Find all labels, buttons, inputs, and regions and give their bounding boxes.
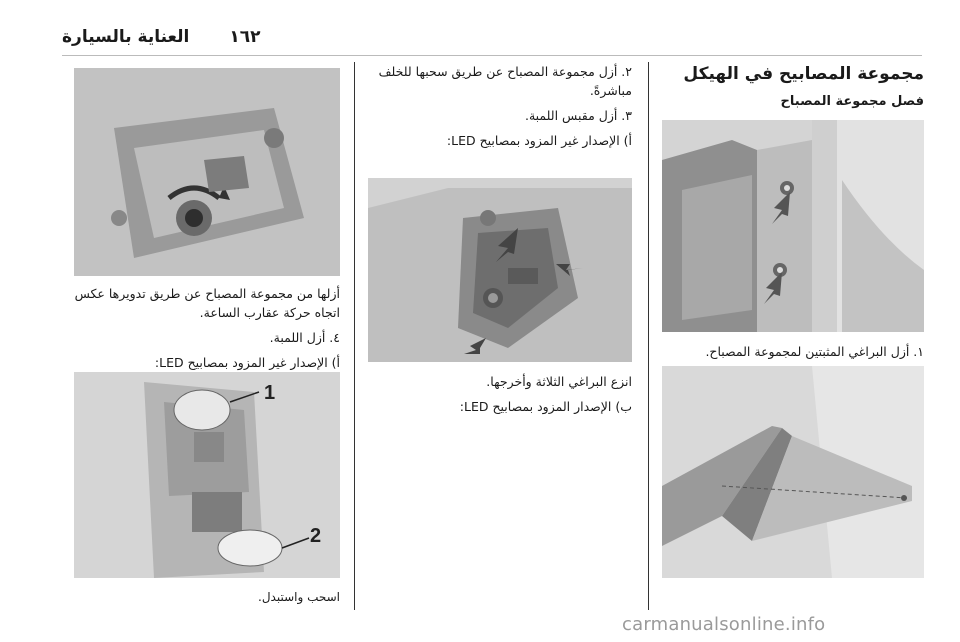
rotate-instruction: أزلها من مجموعة المصباح عن طريق تدويرها …: [74, 286, 340, 320]
left-bottom-block: اسحب واستبدل.: [74, 584, 340, 604]
step-3a: أ) الإصدار غير المزود بمصابيح LED:: [446, 133, 632, 148]
header-divider: [62, 55, 922, 56]
left-column: أزلها من مجموعة المصباح عن طريق تدويرها …: [74, 284, 340, 372]
figure-lamp-pulled: [662, 366, 924, 578]
column-divider-left: [354, 62, 355, 610]
figure-rotate-socket: [74, 68, 340, 276]
page-title: العناية بالسيارة: [62, 27, 190, 47]
step-3b: ب) الإصدار المزود بمصابيح LED:: [459, 399, 632, 414]
callout-1: 1: [264, 382, 275, 404]
step-4a: أ) الإصدار غير المزود بمصابيح LED:: [154, 355, 340, 370]
step-1: ١. أزل البراغي المثبتين لمجموعة المصباح.: [705, 344, 924, 359]
watermark: carmanualsonline.info: [622, 614, 826, 635]
figure-lamp-screws: [662, 120, 924, 332]
middle-lower-block: انزع البراغي الثلاثة وأخرجها. ب) الإصدار…: [368, 372, 632, 416]
step-2: ٢. أزل مجموعة المصباح عن طريق سحبها للخل…: [378, 64, 632, 98]
column-divider-right: [648, 62, 649, 610]
subsection-title: فصل مجموعة المصباح: [780, 94, 924, 109]
step-3: ٣. أزل مقبس اللمبة.: [524, 108, 632, 123]
page-header: ١٦٢ العناية بالسيارة: [62, 22, 922, 52]
callout-2: 2: [310, 525, 321, 547]
right-column: مجموعة المصابيح في الهيكل فصل مجموعة الم…: [662, 62, 924, 117]
middle-column: ٢. أزل مجموعة المصباح عن طريق سحبها للخل…: [368, 62, 632, 150]
pull-replace-text: اسحب واستبدل.: [258, 590, 340, 604]
page-number: ١٦٢: [229, 27, 261, 47]
section-title: مجموعة المصابيح في الهيكل: [683, 64, 924, 84]
step-4: ٤. أزل اللمبة.: [269, 330, 340, 345]
right-step1-block: ١. أزل البراغي المثبتين لمجموعة المصباح.: [662, 342, 924, 367]
caption-remove-screws: انزع البراغي الثلاثة وأخرجها.: [486, 374, 632, 389]
figure-bulb-socket: [368, 178, 632, 362]
figure-bulbs: 1 2: [74, 372, 340, 578]
